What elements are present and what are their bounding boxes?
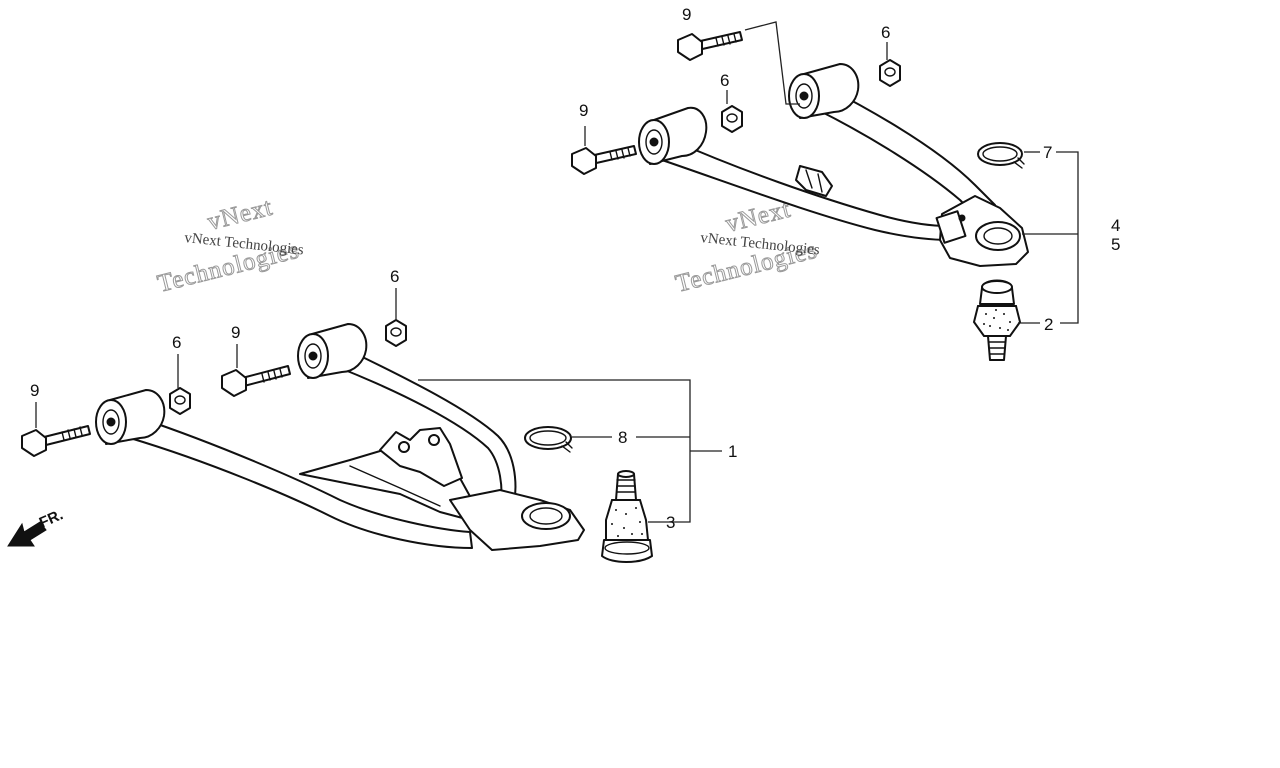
upper-snap-ring-ears: [1013, 157, 1025, 169]
lower-snap-ring-inner: [529, 430, 567, 446]
upper-arm-clamp-hole: [958, 214, 966, 222]
upper-arm-clamp-block: [935, 210, 967, 244]
callout-9-upper-rear: 9: [682, 5, 691, 24]
callout-8: 8: [618, 428, 627, 447]
front-direction-indicator: FR.: [7, 506, 66, 547]
upper-front-bolt-thread: [609, 147, 631, 161]
lower-rear-bolt: [221, 365, 291, 397]
lower-arm-ball-bore: [521, 502, 571, 530]
upper-front-nut-hole: [726, 113, 738, 123]
upper-front-bolt: [571, 145, 637, 175]
callout-9-lower-rear: 9: [231, 323, 240, 342]
upper-arm-ball-hole: [975, 221, 1021, 251]
callout-2: 2: [1044, 315, 1053, 334]
upper-arm-ball-hole-inner: [983, 227, 1013, 245]
callout-6-lower-right: 6: [390, 267, 399, 286]
watermark-left: vNext Technologies vNext Technologies: [154, 193, 304, 298]
lower-ball-joint-stipple: [611, 507, 643, 537]
upper-rear-bolt: [677, 31, 743, 61]
lower-front-nut-hole: [174, 395, 186, 405]
lower-arm-ball-bore-inner: [529, 507, 563, 525]
upper-arm-hose-clip-detail: [805, 169, 823, 193]
upper-arm-front-bushing-center: [649, 137, 659, 147]
lower-ball-joint: [601, 470, 653, 563]
upper-rear-bolt-thread: [715, 33, 737, 47]
lower-front-bolt: [21, 425, 91, 457]
lower-ball-joint-stud-top: [617, 470, 635, 478]
lower-arm-front-bushing-center: [106, 417, 116, 427]
lower-front-bolt-thread: [61, 426, 83, 441]
upper-arm-hose-clip: [795, 165, 833, 197]
lower-rear-bolt-thread: [261, 368, 283, 383]
callout-6-lower-left: 6: [172, 333, 181, 352]
upper-rear-bolt-head: [677, 33, 703, 61]
lower-rear-nut-body: [385, 319, 407, 347]
upper-snap-ring-inner: [982, 146, 1018, 162]
upper-snap-ring: [977, 142, 1025, 169]
lower-front-bolt-head: [21, 429, 47, 457]
lower-arm-shock-hole-1: [398, 441, 410, 453]
upper-arm-front-bushing-bore: [645, 129, 663, 155]
front-arrow-icon: [7, 521, 47, 547]
callout-6-upper-left: 6: [720, 71, 729, 90]
lower-arm-front-bushing-bore: [102, 409, 120, 435]
callout-7: 7: [1043, 143, 1052, 162]
leader-bracket-upper: [1056, 151, 1079, 324]
lower-rear-nut: [385, 319, 407, 347]
lower-ball-joint-stud-thread: [616, 479, 636, 493]
upper-ball-joint-cap-top: [981, 280, 1013, 294]
lower-rear-bolt-shank: [241, 365, 291, 387]
upper-ball-joint-boot: [972, 305, 1022, 337]
upper-arm-rear-bushing-center: [799, 91, 809, 101]
callout-4: 4: [1111, 216, 1120, 235]
callout-9-lower-front: 9: [30, 381, 39, 400]
upper-arm-assembly: [638, 63, 1029, 267]
upper-front-bolt-head: [571, 147, 597, 175]
lower-snap-ring-ears: [561, 441, 573, 453]
leader-upper-rear-bolt: [744, 21, 800, 105]
upper-arm-rear-bushing-bore: [795, 83, 813, 109]
lower-arm-assembly: [95, 323, 585, 551]
lower-ball-joint-base: [601, 539, 653, 563]
upper-front-nut-body: [721, 105, 743, 133]
upper-ball-joint-stud-thread: [988, 341, 1006, 355]
callout-9-upper-front: 9: [579, 101, 588, 120]
callout-6-upper-right: 6: [881, 23, 890, 42]
callout-1: 1: [728, 442, 737, 461]
lower-front-bolt-shank: [39, 425, 91, 447]
callout-5: 5: [1111, 235, 1120, 254]
upper-front-nut: [721, 105, 743, 133]
upper-ball-joint-stipple: [983, 309, 1011, 331]
watermark-right: vNext Technologies vNext Technologies: [672, 195, 820, 298]
lower-arm-gusset-edge: [349, 465, 441, 507]
lower-arm-front-tube: [129, 417, 473, 549]
lower-snap-ring: [524, 426, 573, 453]
lower-front-nut: [169, 387, 191, 415]
upper-rear-nut-body: [879, 59, 901, 87]
lower-arm-rear-bushing-bore: [304, 343, 322, 369]
lower-rear-nut-hole: [390, 327, 402, 337]
front-direction-label: FR.: [37, 506, 66, 531]
lower-front-nut-body: [169, 387, 191, 415]
lower-ball-joint-base-ring: [604, 541, 650, 555]
upper-ball-joint: [972, 279, 1022, 361]
leader-lines: [35, 21, 1079, 523]
lower-rear-bolt-head: [221, 369, 247, 397]
callout-3: 3: [666, 513, 675, 532]
upper-rear-nut-hole: [884, 67, 896, 77]
upper-rear-nut: [879, 59, 901, 87]
lower-arm-rear-bushing-center: [308, 351, 318, 361]
lower-arm-shock-hole-2: [428, 434, 440, 446]
watermark-left-big-top: vNext: [205, 194, 276, 236]
callouts: 9 6 6 9 7 4 5 2 6 9 6 9 8 1 3: [30, 5, 1120, 532]
